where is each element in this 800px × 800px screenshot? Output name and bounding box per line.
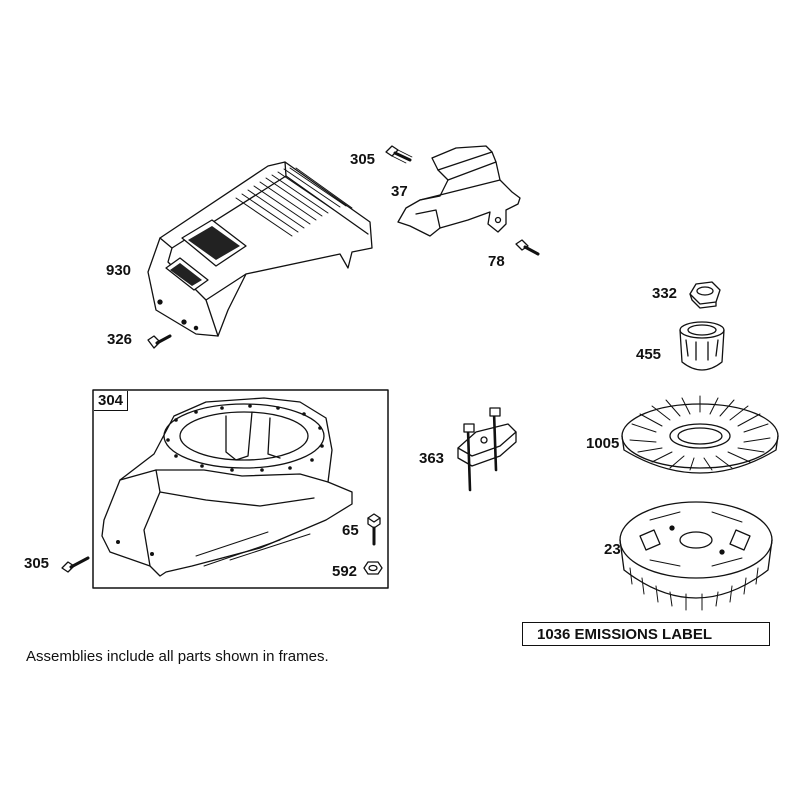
bolt-65-drawing <box>367 513 381 546</box>
bolt-305-bottom-drawing <box>61 556 90 573</box>
assemblies-footnote: Assemblies include all parts shown in fr… <box>26 648 329 665</box>
blower-housing-304-drawing <box>101 397 353 577</box>
part-label-305-top: 305 <box>350 151 376 168</box>
bracket-363-drawing <box>457 407 517 492</box>
blower-cover-drawing <box>147 161 373 337</box>
part-label-332: 332 <box>652 285 678 302</box>
emissions-label-text: 1036 EMISSIONS LABEL <box>537 625 713 643</box>
part-label-65: 65 <box>342 522 359 539</box>
part-label-930: 930 <box>106 262 132 279</box>
part-label-305-bottom: 305 <box>24 555 50 572</box>
part-label-78: 78 <box>488 253 505 270</box>
part-label-37: 37 <box>391 183 408 200</box>
part-label-592: 592 <box>332 563 358 580</box>
assembly-frame-304 <box>92 389 389 589</box>
emissions-label-box: 1036 EMISSIONS LABEL <box>522 622 770 646</box>
flywheel-23-drawing <box>619 501 773 611</box>
nut-592-drawing <box>363 561 383 575</box>
bolt-305-top-drawing <box>385 145 413 164</box>
part-label-363: 363 <box>419 450 445 467</box>
part-label-1005: 1005 <box>586 435 620 452</box>
part-label-455: 455 <box>636 346 662 363</box>
starter-cup-455-drawing <box>679 321 725 371</box>
part-label-23: 23 <box>604 541 621 558</box>
screw-326-drawing <box>147 334 172 349</box>
baffle-37-drawing <box>397 145 521 237</box>
part-label-326: 326 <box>107 331 133 348</box>
screw-78-drawing <box>515 239 540 256</box>
frame-label-304: 304 <box>94 391 129 411</box>
nut-332-drawing <box>689 281 721 309</box>
fan-1005-drawing <box>621 395 779 474</box>
